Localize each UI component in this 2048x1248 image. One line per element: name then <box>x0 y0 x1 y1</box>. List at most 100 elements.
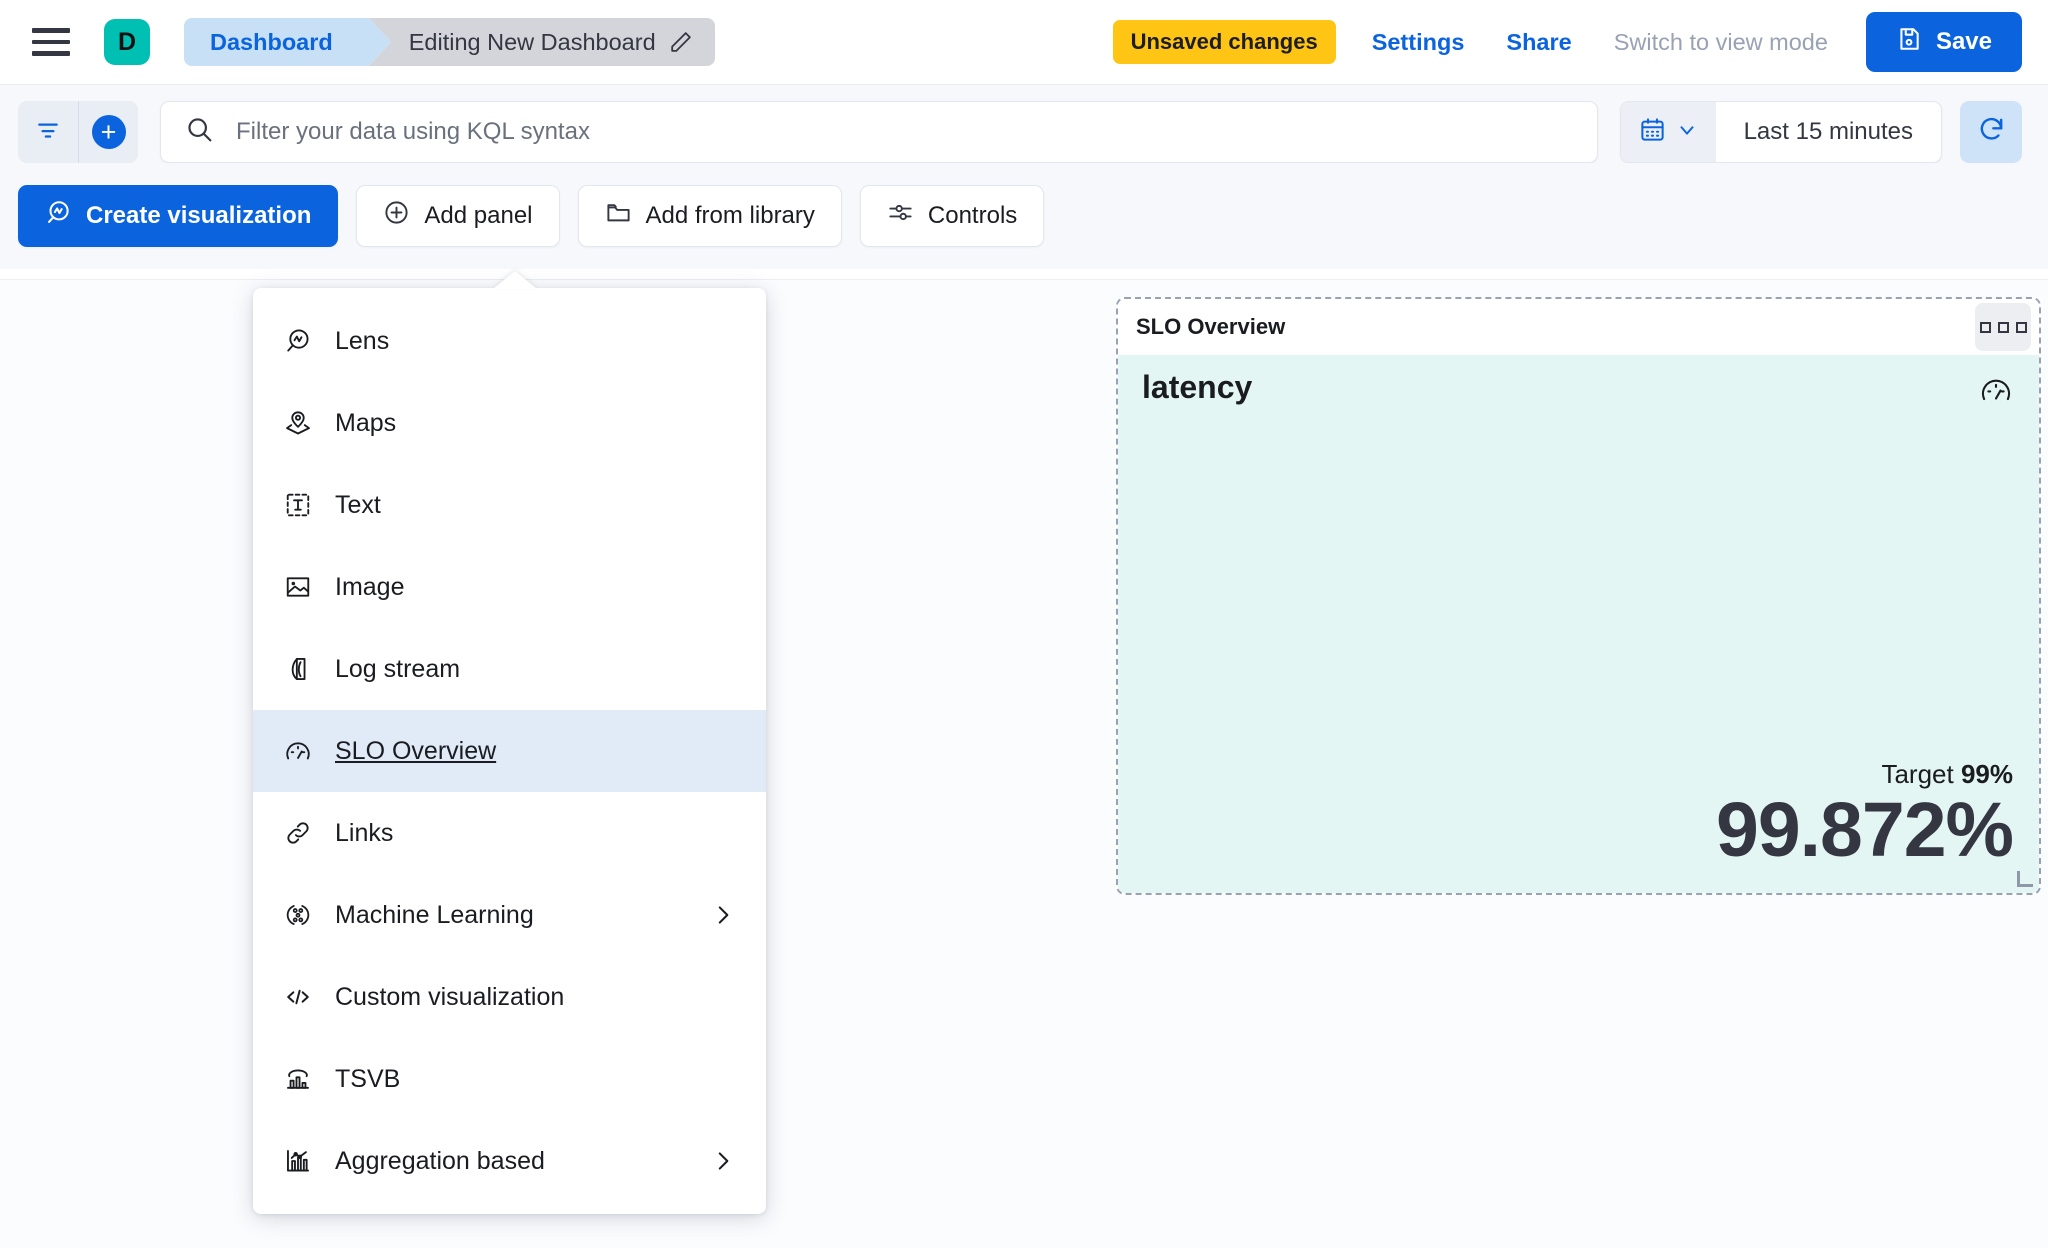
kql-search-box[interactable] <box>160 101 1598 163</box>
menu-item-label: TSVB <box>335 1064 401 1093</box>
status-badge-unsaved: Unsaved changes <box>1112 20 1336 64</box>
panel-title: SLO Overview <box>1136 314 1286 339</box>
date-quick-select-button[interactable] <box>1620 102 1716 162</box>
top-navigation-bar: D Dashboard Editing New Dashboard Unsave… <box>0 0 2048 84</box>
context-square <box>2015 321 2027 333</box>
panel-context-menu-icon[interactable] <box>1975 303 2031 351</box>
panel-metric-block: Target 99% 99.872% <box>1142 759 2014 873</box>
menu-item-label: Image <box>335 572 405 601</box>
menu-item-custom-visualization[interactable]: Custom visualization <box>253 956 766 1038</box>
menu-item-log-stream[interactable]: Log stream <box>253 628 766 710</box>
map-marker-icon <box>283 409 313 437</box>
menu-item-label: Custom visualization <box>335 982 565 1011</box>
context-square <box>1979 321 1991 333</box>
tsvb-chart-icon <box>283 1065 313 1093</box>
menu-item-lens[interactable]: Lens <box>253 300 766 382</box>
lens-icon <box>283 327 313 355</box>
breadcrumb-item-dashboard[interactable]: Dashboard <box>184 18 391 66</box>
nav-link-share[interactable]: Share <box>1506 28 1572 55</box>
filter-controls-group: + <box>18 101 138 163</box>
slo-overview-panel[interactable]: SLO Overview latency Target 99 <box>1116 297 2041 895</box>
hamburger-menu-icon[interactable] <box>28 19 74 65</box>
menu-item-label: Maps <box>335 408 397 437</box>
folder-icon <box>605 199 632 233</box>
add-panel-label: Add panel <box>424 202 533 229</box>
menu-item-label: Lens <box>335 326 390 355</box>
target-value: 99% <box>1960 759 2013 789</box>
menu-item-label: Machine Learning <box>335 900 534 929</box>
hamburger-bar <box>32 51 70 56</box>
menu-item-label: Links <box>335 818 394 847</box>
nav-link-settings[interactable]: Settings <box>1371 28 1465 55</box>
machine-learning-icon <box>283 901 313 929</box>
menu-item-aggregation-based[interactable]: Aggregation based <box>253 1120 766 1202</box>
lens-icon <box>45 199 72 233</box>
slo-name: latency <box>1142 369 1253 405</box>
menu-item-label: Log stream <box>335 654 461 683</box>
save-button[interactable]: Save <box>1865 12 2022 72</box>
menu-item-slo-overview[interactable]: SLO Overview <box>253 710 766 792</box>
breadcrumb-label: Editing New Dashboard <box>408 28 656 55</box>
avatar[interactable]: D <box>104 19 150 65</box>
aggregation-chart-icon <box>283 1147 313 1175</box>
calendar-icon <box>1639 116 1666 148</box>
menu-item-text[interactable]: Text <box>253 464 766 546</box>
menu-item-image[interactable]: Image <box>253 546 766 628</box>
search-input[interactable] <box>236 118 1573 146</box>
search-icon <box>185 115 214 149</box>
add-panel-button[interactable]: Add panel <box>356 185 560 247</box>
menu-item-label: Text <box>335 490 381 519</box>
menu-item-machine-learning[interactable]: Machine Learning <box>253 874 766 956</box>
floppy-disk-icon <box>1896 26 1922 59</box>
circle-plus-icon: + <box>91 115 126 149</box>
create-visualization-label: Create visualization <box>86 202 312 229</box>
add-panel-menu: Lens Maps Text <box>253 271 766 1214</box>
gauge-icon <box>1979 373 2013 412</box>
add-filter-button[interactable]: + <box>78 101 138 163</box>
create-visualization-button[interactable]: Create visualization <box>18 185 339 247</box>
breadcrumb: Dashboard Editing New Dashboard <box>184 18 715 66</box>
panel-body-top: latency <box>1142 369 2013 412</box>
query-bar: + <box>0 84 2048 163</box>
add-from-library-button[interactable]: Add from library <box>577 185 842 247</box>
menu-item-tsvb[interactable]: TSVB <box>253 1038 766 1120</box>
image-icon <box>283 573 313 601</box>
context-square <box>1997 321 2009 333</box>
filter-icon <box>35 117 61 148</box>
plus-in-circle-icon <box>383 199 410 233</box>
nav-link-switch-to-view-mode[interactable]: Switch to view mode <box>1613 28 1828 55</box>
dashboard-edit-toolbar: Create visualization Add panel Add from … <box>0 163 2048 269</box>
chevron-right-icon <box>710 1148 736 1174</box>
hamburger-bar <box>32 28 70 33</box>
breadcrumb-label: Dashboard <box>210 28 333 55</box>
chevron-down-icon <box>1676 119 1698 146</box>
popover-arrow <box>493 271 537 289</box>
gauge-icon <box>283 737 313 765</box>
log-stream-icon <box>283 655 313 683</box>
date-range-label[interactable]: Last 15 minutes <box>1743 118 1913 145</box>
code-icon <box>283 983 313 1011</box>
add-from-library-label: Add from library <box>645 202 815 229</box>
breadcrumb-item-editing[interactable]: Editing New Dashboard <box>368 18 715 66</box>
target-label: Target <box>1881 759 1954 789</box>
date-range-picker: Last 15 minutes <box>1619 101 1942 163</box>
controls-button[interactable]: Controls <box>859 185 1045 247</box>
save-button-label: Save <box>1935 28 1992 55</box>
chevron-right-icon <box>710 902 736 928</box>
menu-item-label: SLO Overview <box>335 736 497 765</box>
refresh-icon <box>1977 115 2006 149</box>
panel-body: latency Target 99% 99.872% <box>1118 355 2039 893</box>
menu-item-label: Aggregation based <box>335 1146 545 1175</box>
menu-item-maps[interactable]: Maps <box>253 382 766 464</box>
sliders-icon <box>887 199 914 233</box>
text-box-icon <box>283 491 313 519</box>
refresh-button[interactable] <box>1960 101 2022 163</box>
panel-header: SLO Overview <box>1118 299 2039 355</box>
resize-handle-icon[interactable] <box>2017 871 2033 887</box>
filter-options-button[interactable] <box>18 101 78 163</box>
menu-item-links[interactable]: Links <box>253 792 766 874</box>
target-row: Target 99% <box>1142 759 2013 790</box>
sli-value: 99.872% <box>1716 787 2014 873</box>
pencil-icon[interactable] <box>668 30 693 55</box>
controls-label: Controls <box>927 202 1018 229</box>
